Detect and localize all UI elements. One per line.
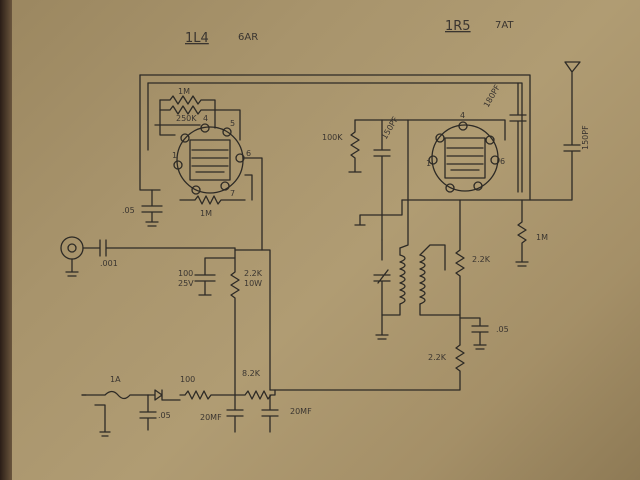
label-25v: 25V: [178, 279, 194, 288]
label-001: .001: [100, 259, 118, 268]
label-05-left: .05: [122, 206, 135, 215]
capacitor-100-25v: [194, 247, 236, 296]
resistor-22k-10w: [230, 257, 240, 396]
coil-wire: [381, 247, 401, 316]
ac-input-terminals: [81, 394, 111, 437]
antenna-icon: [529, 61, 581, 201]
pin-label: 1: [426, 159, 431, 168]
capacitor-001: [82, 239, 236, 257]
pin-label: 6: [500, 157, 505, 166]
resistor-100k: [348, 119, 362, 173]
resistor-22k-right: [455, 199, 465, 346]
tube-1l4: [173, 123, 245, 195]
label-22k-bottom: 2.2K: [428, 353, 447, 362]
left-rail-wire: [139, 74, 161, 191]
plate-wire: [234, 157, 263, 251]
osc-grid-wire: [354, 119, 506, 141]
input-jack-icon: [60, 236, 84, 277]
resistor-22k-bottom: [269, 344, 465, 391]
resistor-1m-right: [515, 199, 529, 267]
diode: [147, 389, 181, 401]
resistor-82k: [234, 389, 276, 400]
inner-rail-wire: [147, 82, 523, 193]
pin-label: 4: [203, 114, 208, 123]
label-1m-top: 1M: [178, 87, 190, 96]
label-250k: 250K: [176, 114, 197, 123]
label-22k-right: 2.2K: [472, 255, 491, 264]
capacitor-20mf-b: [261, 394, 279, 433]
top-rail-wire: [139, 74, 531, 201]
label-100: 100: [178, 269, 193, 278]
osc-coil-secondary: [419, 254, 426, 305]
label-100-r: 100: [180, 375, 195, 384]
label-22k-10w: 2.2K: [244, 269, 263, 278]
capacitor-mica: [509, 82, 527, 193]
label-20mf-a: 20MF: [200, 413, 222, 422]
capacitor-05-bottom: [139, 394, 157, 431]
grid-wire: [159, 99, 176, 136]
osc-coil-primary: [399, 254, 406, 305]
pin-label: 4: [460, 111, 465, 120]
table-edge: [0, 0, 12, 480]
label-05-right: .05: [496, 325, 509, 334]
label-82k: 8.2K: [242, 369, 261, 378]
coil-secondary-wire: [419, 244, 461, 316]
tuning-capacitor: [373, 239, 391, 340]
label-1m-left: 1M: [200, 209, 212, 218]
left-tube-type: 1L4: [185, 31, 209, 46]
pin-label: 7: [230, 189, 235, 198]
left-tube-equiv: 6AR: [238, 32, 258, 43]
pin-label: 5: [230, 119, 235, 128]
ground-wire: [354, 199, 403, 226]
capacitor-05-right: [459, 317, 489, 350]
capacitor-20mf-a: [226, 394, 244, 433]
osc-feedback-wire: [399, 119, 409, 249]
right-tube-equiv: 7AT: [495, 20, 514, 31]
resistor-1m-left: [179, 195, 246, 205]
label-100k: 100K: [322, 133, 343, 142]
resistor-1m-top: [159, 95, 216, 129]
pin-label: 1: [172, 151, 177, 160]
right-tube-type: 1R5: [445, 19, 471, 34]
label-150pf: 150PF: [380, 115, 400, 141]
label-mica: 180PF: [482, 83, 502, 109]
label-150pf-ant: 150PF: [581, 125, 590, 150]
capacitor-05-left: [141, 189, 163, 227]
resistor-100: [179, 390, 236, 400]
label-05-bottom: .05: [158, 411, 171, 420]
pin-label: 6: [246, 149, 251, 158]
label-10w: 10W: [244, 279, 262, 288]
resistor-250k: [159, 105, 241, 141]
capacitor-150pf: [373, 119, 391, 241]
vertical-bplus-wire: [261, 249, 271, 391]
fuse-1a: [81, 390, 149, 400]
label-20mf-b: 20MF: [290, 407, 312, 416]
screen-wire: [244, 174, 253, 201]
label-fuse-1a: 1A: [110, 375, 121, 384]
tube-1r5: [428, 121, 500, 193]
label-1m-right: 1M: [536, 233, 548, 242]
